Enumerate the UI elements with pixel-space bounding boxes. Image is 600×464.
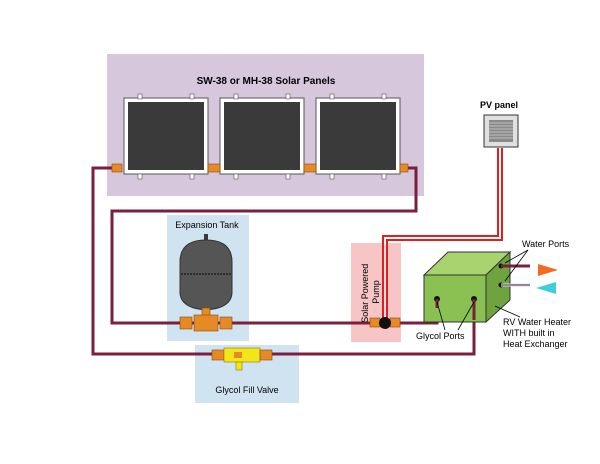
- pump-label-line2: Pump: [371, 280, 381, 304]
- hot-water-arrow: [538, 264, 558, 276]
- heater-label: RV Water Heater WITH built in Heat Excha…: [503, 317, 574, 349]
- expansion-tank: [179, 234, 233, 317]
- solar-panels-title: SW-38 or MH-38 Solar Panels: [197, 76, 336, 87]
- water-port-pipes: [501, 264, 530, 287]
- glycol-pipe-loop: [91, 166, 476, 356]
- heater-label-line1: RV Water Heater: [503, 317, 571, 327]
- heater-label-line2: WITH built in: [503, 328, 555, 338]
- pump-label-line1: Solar Powered: [360, 264, 370, 323]
- heater-label-leader: [494, 305, 521, 318]
- panel-fittings: [111, 163, 409, 173]
- solar-panel-1: [123, 93, 209, 180]
- glycol-fill-valve: [211, 347, 273, 371]
- solar-panel-3: [315, 93, 401, 180]
- glycol-ports-label: Glycol Ports: [416, 331, 465, 341]
- pv-wires: [382, 148, 503, 323]
- water-ports-leaders: [504, 249, 529, 282]
- glycol-fill-label: Glycol Fill Valve: [215, 385, 278, 395]
- expansion-tank-label: Expansion Tank: [175, 220, 239, 230]
- solar-panel-2: [219, 93, 305, 180]
- pump: [369, 317, 401, 329]
- pv-panel-label: PV panel: [480, 100, 518, 110]
- pump-label: Solar Powered Pump: [360, 261, 381, 323]
- cold-water-arrow: [536, 282, 556, 294]
- rv-water-heater: [422, 250, 512, 324]
- glycol-ports-leaders: [436, 301, 475, 331]
- water-ports-label: Water Ports: [522, 239, 570, 249]
- heater-label-line3: Heat Exchanger: [503, 339, 568, 349]
- tank-tee-fitting: [179, 314, 233, 332]
- pv-panel: [483, 114, 519, 148]
